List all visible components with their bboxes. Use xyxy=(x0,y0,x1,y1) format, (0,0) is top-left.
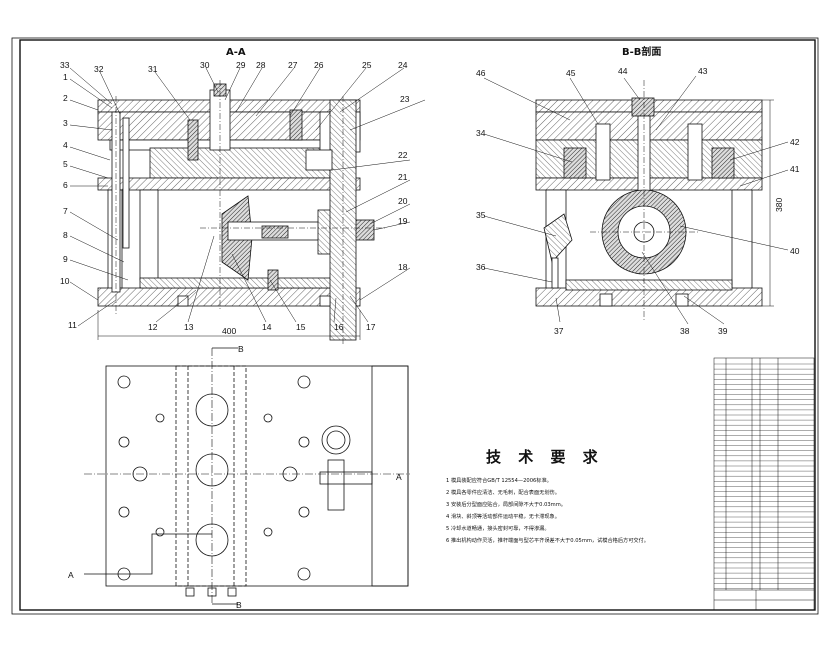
part-label: 40 xyxy=(790,246,800,256)
part-label: 8 xyxy=(63,230,68,240)
part-label: 32 xyxy=(94,64,104,74)
bom-table-rows xyxy=(714,363,814,589)
part-label: 42 xyxy=(790,137,800,147)
part-label: 22 xyxy=(398,150,408,160)
section-bb-labels xyxy=(483,75,789,325)
part-label: 36 xyxy=(476,262,486,272)
section-aa-view xyxy=(97,80,385,345)
part-label: 43 xyxy=(698,66,708,76)
part-label: 2 xyxy=(63,93,68,103)
part-label: 29 xyxy=(236,60,246,70)
part-label: 38 xyxy=(680,326,690,336)
cut-label-a-right: A xyxy=(396,472,402,482)
part-label: 20 xyxy=(398,196,408,206)
part-label: 13 xyxy=(184,322,194,332)
part-label: 17 xyxy=(366,322,376,332)
tech-requirements-list: 1 模具装配应符合GB/T 12554—2006标准。 2 模具各零件应清洁、无… xyxy=(446,476,649,544)
part-label: 34 xyxy=(476,128,486,138)
part-label: 12 xyxy=(148,322,158,332)
part-label: 44 xyxy=(618,66,628,76)
part-label: 46 xyxy=(476,68,486,78)
requirement-item: 3 安装后分型面应贴合，局部间隙不大于0.03mm。 xyxy=(446,500,566,508)
plan-view xyxy=(84,347,410,605)
part-label: 26 xyxy=(314,60,324,70)
part-label: 18 xyxy=(398,262,408,272)
part-label: 9 xyxy=(63,254,68,264)
section-aa-label-text: 33 1 2 3 4 5 6 7 8 9 10 11 32 31 30 29 2… xyxy=(60,60,410,332)
part-label: 45 xyxy=(566,68,576,78)
outer-border xyxy=(11,37,819,615)
part-label: 5 xyxy=(63,159,68,169)
inner-border xyxy=(19,39,816,611)
part-label: 35 xyxy=(476,210,486,220)
part-label: 28 xyxy=(256,60,266,70)
part-label: 41 xyxy=(790,164,800,174)
part-label: 16 xyxy=(334,322,344,332)
section-bb-label-text: 46 45 44 43 34 42 41 35 40 36 37 38 39 xyxy=(476,66,800,336)
section-aa-title: A-A xyxy=(226,47,246,58)
requirement-item: 6 推出机构动作灵活，推杆端面与型芯平齐误差不大于0.05mm，试模合格后方可交… xyxy=(446,536,649,544)
part-label: 1 xyxy=(63,72,68,82)
requirement-item: 4 滑块、斜顶等活动部件运动平稳，无卡滞现象。 xyxy=(446,512,560,520)
width-dimension: 400 xyxy=(222,326,236,336)
part-label: 31 xyxy=(148,64,158,74)
requirement-item: 2 模具各零件应清洁、无毛刺，配合表面无划伤。 xyxy=(446,488,560,496)
cut-label-a-left: A xyxy=(68,570,74,580)
part-label: 6 xyxy=(63,180,68,190)
part-label: 23 xyxy=(400,94,410,104)
part-label: 11 xyxy=(68,320,77,330)
part-label: 3 xyxy=(63,118,68,128)
tech-requirements-title: 技 术 要 求 xyxy=(486,448,604,466)
requirement-item: 5 冷却水道畅通，接头密封可靠，不得渗漏。 xyxy=(446,524,550,532)
part-label: 24 xyxy=(398,60,408,70)
section-aa-labels xyxy=(69,67,426,327)
part-label: 7 xyxy=(63,206,68,216)
part-label: 4 xyxy=(63,140,68,150)
part-label: 39 xyxy=(718,326,728,336)
part-label: 10 xyxy=(60,276,70,286)
cut-label-b-top: B xyxy=(238,344,244,354)
part-label: 30 xyxy=(200,60,210,70)
part-label: 27 xyxy=(288,60,298,70)
part-label: 14 xyxy=(262,322,272,332)
part-label: 21 xyxy=(398,172,408,182)
cut-label-b-bottom: B xyxy=(236,600,242,610)
part-label: 33 xyxy=(60,60,70,70)
part-label: 37 xyxy=(554,326,564,336)
section-bb-view xyxy=(535,80,774,320)
part-label: 15 xyxy=(296,322,306,332)
height-dimension: 380 xyxy=(774,198,784,212)
section-bb-title: B-B剖面 xyxy=(622,45,661,58)
title-block xyxy=(713,357,815,611)
part-label: 25 xyxy=(362,60,372,70)
part-label: 19 xyxy=(398,216,408,226)
requirement-item: 1 模具装配应符合GB/T 12554—2006标准。 xyxy=(446,476,552,484)
